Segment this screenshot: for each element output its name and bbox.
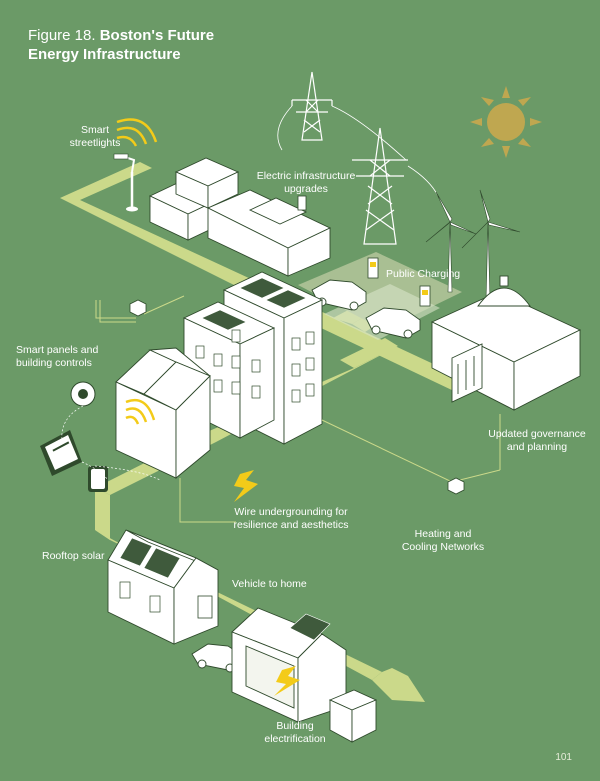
road-arrow-head [372,668,425,702]
power-tower-icon [291,71,333,141]
building-windows [195,329,315,403]
streetlight-icon [113,153,138,212]
junction-boxes [129,299,465,495]
figure-title: Figure 18. Boston's Future Energy Infras… [28,26,214,64]
house-windows [119,581,161,613]
figure-number: Figure 18. [28,27,96,44]
power-tower-icon [352,127,408,245]
label-wire-undergrounding: Wire undergrounding for resilience and a… [233,506,349,531]
capitol-building [430,275,582,411]
low-buildings-top [148,157,332,277]
label-smart-panels: Smart panels and building controls [16,344,99,369]
road-down [95,488,110,540]
label-electric-infrastructure: Electric infrastructure upgrades [256,170,356,195]
ev-car [365,307,421,339]
house-smart [115,347,211,479]
rooftop-solar-panels [119,537,181,579]
label-smart-streetlights: Smart streetlights [69,124,121,149]
ev-charger-icon [367,257,431,307]
label-public-charging: Public Charging [386,268,461,280]
label-heating-cooling: Heating and Cooling Networks [401,528,485,553]
wind-turbine-icon [461,189,521,301]
rooftop-vent [297,195,307,211]
road-middle-join [340,338,398,368]
label-updated-governance: Updated governance and planning [488,428,586,453]
sun-icon [470,86,542,158]
rooftop-solar-panels [289,613,331,641]
page-number: 101 [555,752,572,763]
device-links [61,405,161,481]
wifi-signal-icon [125,398,156,425]
wind-turbine-icon [425,191,477,293]
battery-unit [197,595,213,619]
label-rooftop-solar: Rooftop solar [42,550,105,562]
lightning-icon [274,666,300,696]
control-pad-icon [88,466,108,492]
rooftop-solar-panels [201,277,307,331]
label-building-electrification: Building electrification [264,720,326,745]
figure-title-line2: Energy Infrastructure [28,46,181,63]
figure-title-line1: Boston's Future [99,27,215,44]
thermostat-icon [70,381,96,407]
heat-pump-unit [328,689,378,743]
tablet-icon [40,430,82,476]
label-vehicle-to-home: Vehicle to home [232,578,307,590]
lightning-icon [234,470,258,502]
wifi-signal-icon [116,118,158,147]
ev-car [311,279,367,311]
